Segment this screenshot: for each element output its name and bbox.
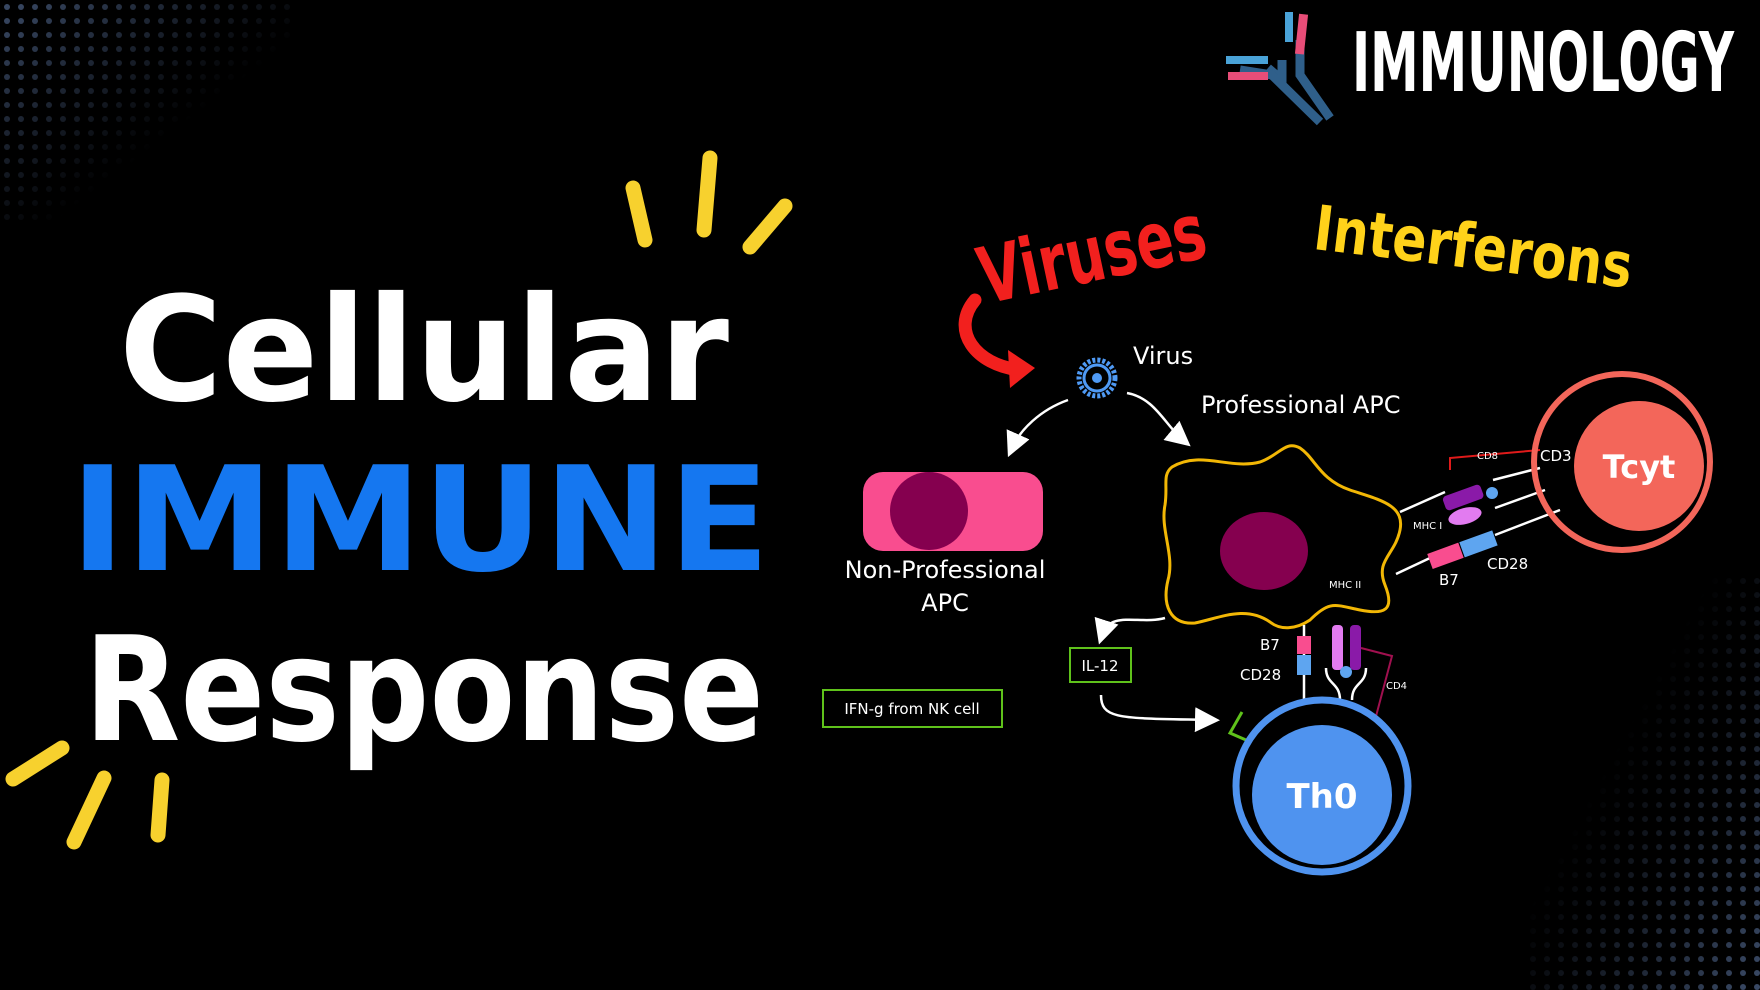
mhc1-label: MHC I bbox=[1413, 521, 1442, 532]
cd28-bottom-molecule bbox=[1297, 655, 1311, 675]
b7-bottom-molecule bbox=[1297, 636, 1311, 654]
professional-apc-label: Professional APC bbox=[1201, 391, 1401, 419]
cd8-label: CD8 bbox=[1477, 451, 1498, 462]
headline-immune: IMMUNE bbox=[70, 436, 770, 605]
b7-top-label: B7 bbox=[1439, 571, 1459, 589]
tcyt-label: Tcyt bbox=[1603, 448, 1676, 486]
il12-box bbox=[1069, 647, 1132, 683]
cd8-connector bbox=[1449, 449, 1541, 470]
mhc2-alpha bbox=[1332, 625, 1343, 670]
tag-interferons: Interferons bbox=[1310, 191, 1637, 302]
accent-dashes-bottom bbox=[5, 740, 170, 850]
non-professional-apc-label-1: Non-Professional bbox=[845, 556, 1046, 584]
arrow-to-th0 bbox=[1099, 694, 1220, 733]
headline-cellular: Cellular bbox=[119, 266, 729, 435]
tcr-bottom bbox=[1324, 667, 1368, 701]
red-arrowhead bbox=[1008, 350, 1035, 388]
professional-apc-nucleus bbox=[1220, 512, 1308, 590]
cd3-label: CD3 bbox=[1540, 447, 1572, 465]
arrow-to-nonprofessional bbox=[1006, 398, 1069, 458]
non-professional-apc-nucleus bbox=[890, 472, 968, 550]
mhc2-beta bbox=[1350, 625, 1361, 670]
b7-top-molecule bbox=[1427, 542, 1464, 569]
accent-dashes-top bbox=[625, 150, 793, 255]
cd4-label: CD4 bbox=[1386, 681, 1407, 692]
th0-cell-membrane bbox=[1232, 696, 1412, 876]
il12-label: IL-12 bbox=[1081, 657, 1118, 675]
tag-viruses: Viruses bbox=[970, 187, 1214, 323]
headline-response: Response bbox=[84, 606, 764, 775]
ifn-label: IFN-g from NK cell bbox=[844, 700, 979, 718]
professional-apc-cell bbox=[1162, 444, 1403, 630]
cd28-top-label: CD28 bbox=[1487, 555, 1528, 573]
arrow-to-il12 bbox=[1094, 616, 1166, 645]
dot-pattern-bottom-right bbox=[1530, 570, 1760, 990]
red-curved-arrow bbox=[958, 293, 1027, 377]
cd4-connector bbox=[1360, 647, 1394, 721]
dot-pattern-top-left bbox=[0, 0, 290, 220]
th0-label: Th0 bbox=[1286, 777, 1357, 817]
il12-receptor bbox=[1227, 711, 1247, 742]
ifn-box bbox=[822, 689, 1003, 728]
antibody-icon bbox=[1226, 12, 1334, 126]
b7-bottom-label: B7 bbox=[1260, 636, 1280, 654]
cd28-top-molecule bbox=[1459, 530, 1498, 558]
peptide-icon bbox=[1448, 507, 1482, 525]
non-professional-apc-label-2: APC bbox=[921, 589, 969, 617]
tcyt-cell-nucleus bbox=[1574, 401, 1704, 531]
brand-title: IMMUNOLOGY bbox=[1352, 16, 1735, 111]
virus-icon bbox=[1076, 357, 1118, 399]
tcyt-cell-membrane bbox=[1531, 371, 1713, 553]
arrow-to-professional bbox=[1126, 391, 1191, 447]
virus-label: Virus bbox=[1133, 342, 1193, 370]
th0-cell-nucleus bbox=[1252, 725, 1392, 865]
mhc1-molecule bbox=[1442, 484, 1484, 511]
mhc2-label: MHC II bbox=[1329, 580, 1361, 591]
cd28-bottom-label: CD28 bbox=[1240, 666, 1281, 684]
